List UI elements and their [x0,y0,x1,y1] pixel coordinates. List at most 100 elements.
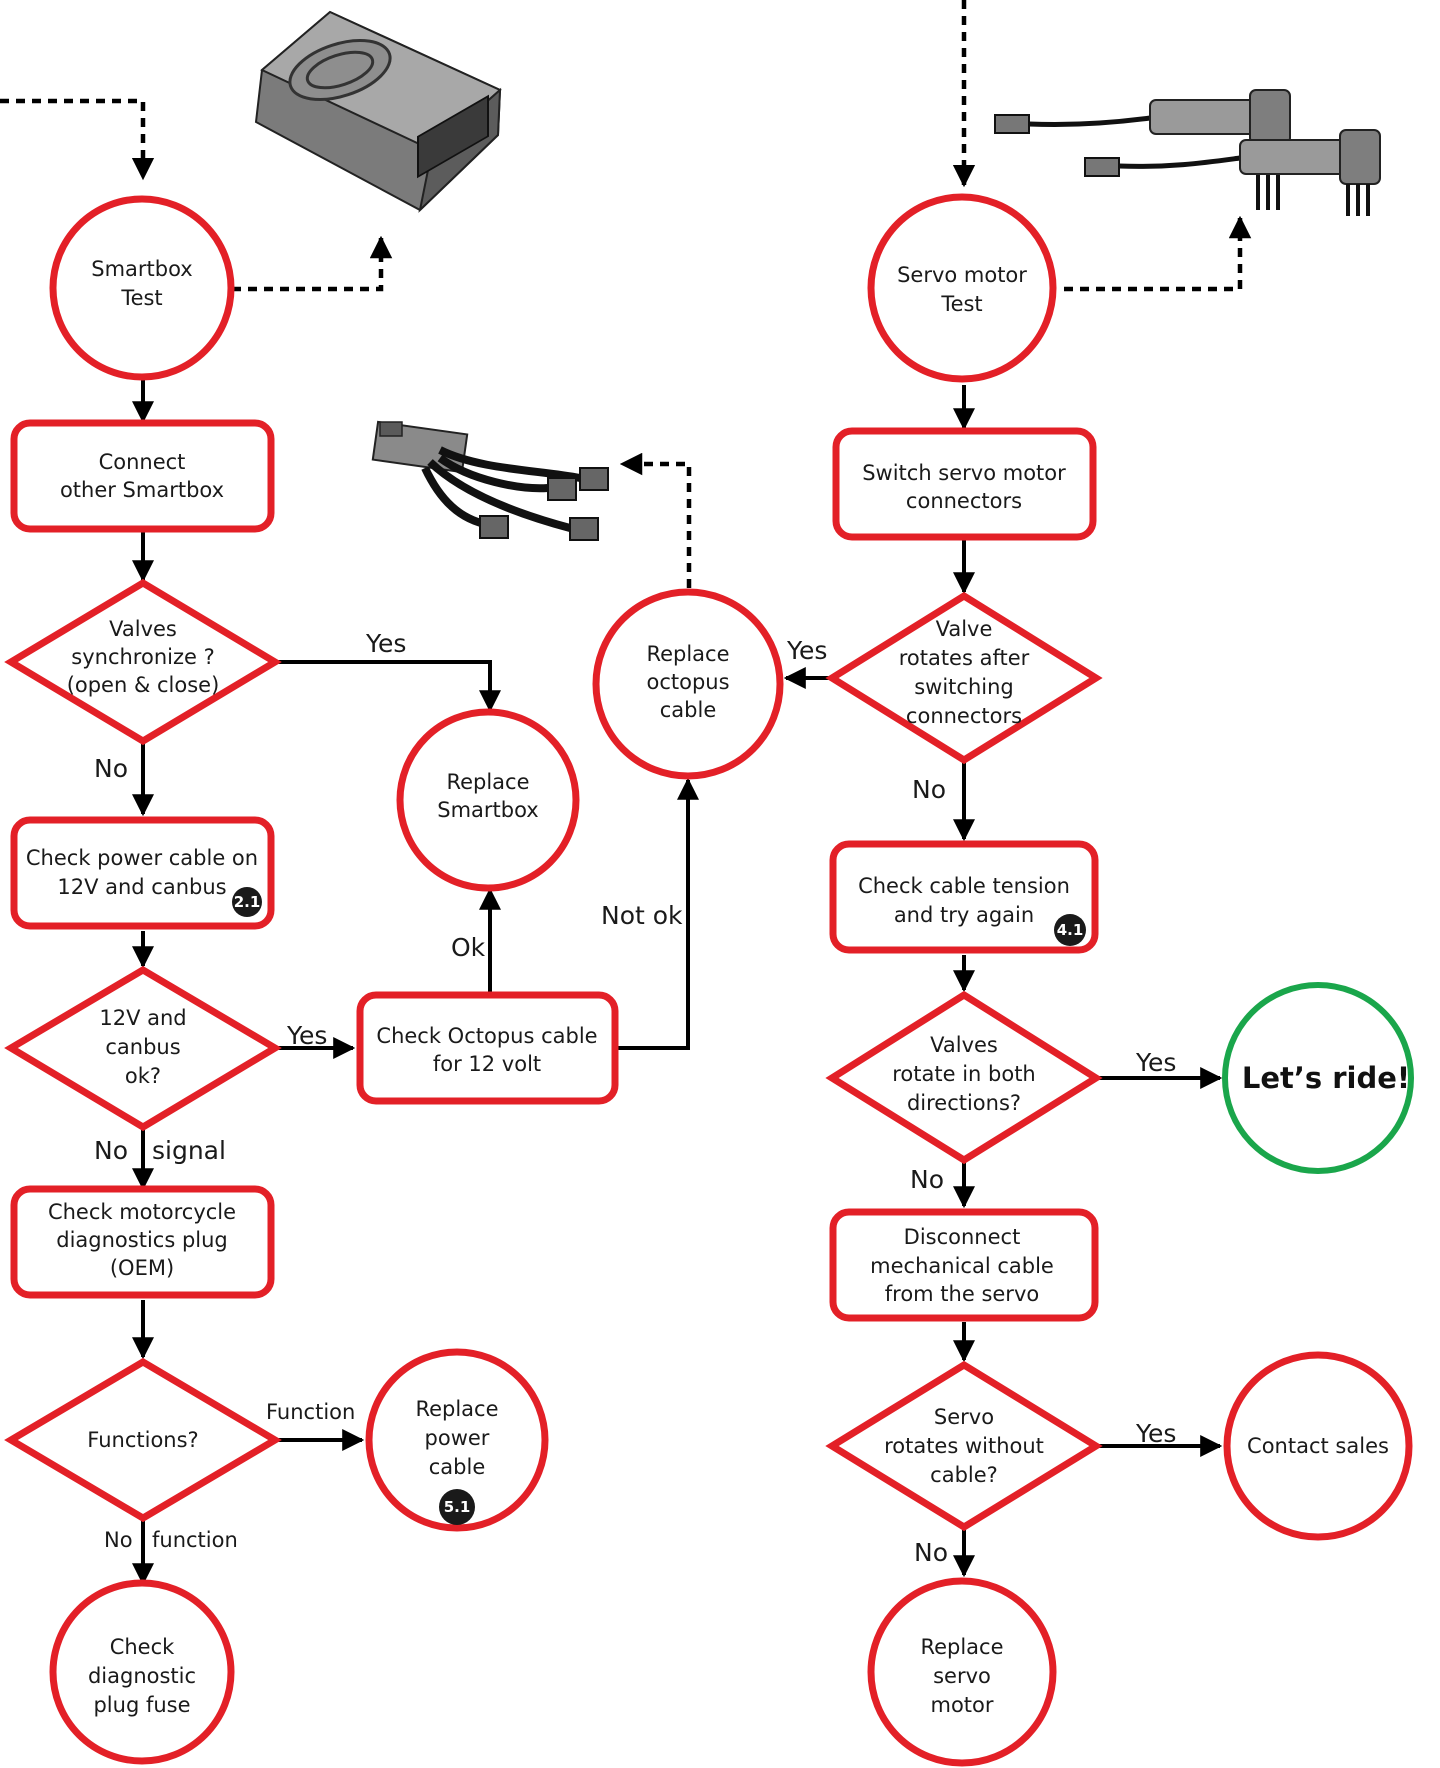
node-line: Check power cable on [26,846,258,870]
node-line: Valve [936,617,993,641]
node-line: rotates after [899,646,1030,670]
node-line: servo [933,1664,991,1688]
node-line: directions? [907,1091,1021,1115]
node-line: Test [120,286,162,310]
svg-text:Functions?: Functions? [87,1428,198,1452]
dashed-connector-octopus-illustration [619,452,692,588]
node-line: mechanical cable [870,1254,1054,1278]
octopus-cable-illustration [371,420,609,541]
node-check-octopus-cable: Check Octopus cable for 12 volt [356,991,619,1105]
node-line: 12V and canbus [57,875,226,899]
edge-label-servo-no: No [914,1538,948,1567]
node-line: for 12 volt [433,1052,541,1076]
node-line: Replace [446,770,529,794]
reference-badge [232,887,262,917]
node-line: connectors [906,489,1022,513]
edge-labels: Yes No Yes No signal Ok Not ok Function … [94,629,1176,1567]
node-lets-ride: Let’s ride! [1222,982,1414,1174]
node-replace-octopus-cable: Replace octopus cable [592,588,784,780]
edge-label-octopus-ok: Ok [451,933,486,962]
edge-label-12v-no: No [94,1136,128,1165]
node-line: Smartbox [437,798,538,822]
flow-edges [132,380,1223,1586]
dashed-connector-top-left [0,98,155,181]
node-line: from the servo [885,1282,1039,1306]
edge-label-12v-signal: signal [152,1136,226,1165]
node-line: Functions? [87,1428,198,1452]
node-line: plug fuse [93,1693,190,1717]
node-line: Switch servo motor [862,461,1066,485]
node-line: motor [930,1693,993,1717]
node-line: Check motorcycle [48,1200,236,1224]
node-line: cable [660,698,717,722]
node-line: octopus [646,670,729,694]
node-line: Check cable tension [858,874,1070,898]
node-line: other Smartbox [60,478,224,502]
node-servo-rotates-without-cable: Servo rotates without cable? [825,1360,1103,1532]
edge-label-sync-yes: Yes [365,629,406,658]
node-line: Servo motor [897,263,1027,287]
node-line: Servo [934,1405,994,1429]
node-line: Replace [415,1397,498,1421]
node-line: Contact sales [1247,1434,1389,1458]
node-line: Let’s ride! [1242,1061,1410,1095]
node-line: Check Octopus cable [376,1024,597,1048]
node-line: rotate in both [892,1062,1036,1086]
node-line: cable? [930,1463,998,1487]
edge-label-rotates-yes: Yes [786,636,827,665]
node-valves-rotate-both-directions: Valves rotate in both directions? [825,990,1103,1165]
node-line: (open & close) [67,673,220,697]
node-line: Valves [109,617,177,641]
edge-label-12v-yes: Yes [286,1021,327,1050]
node-line: diagnostics plug [56,1228,228,1252]
node-functions: Functions? [4,1357,282,1523]
smartbox-illustration [254,10,502,213]
node-line: ok? [125,1064,161,1088]
edge-label-both-no: No [910,1165,944,1194]
node-line: canbus [105,1035,180,1059]
node-line: and try again [894,903,1034,927]
edge-label-functions-no-function: function [152,1528,238,1552]
edge-label-both-yes: Yes [1135,1048,1176,1077]
node-line: connectors [906,704,1022,728]
reference-badge [1054,914,1086,946]
node-line: Smartbox [91,257,192,281]
node-line: Connect [99,450,186,474]
node-line: cable [429,1455,486,1479]
edge-label-functions-yes: Function [266,1400,355,1424]
node-line: switching [914,675,1014,699]
node-line: Valves [930,1033,998,1057]
node-contact-sales: Contact sales [1223,1351,1413,1541]
reference-badge [439,1489,475,1525]
node-line: Replace [646,642,729,666]
dashed-connector-servo-illustration [1064,215,1252,292]
reference-badge-label: 5.1 [444,1498,471,1516]
node-line: rotates without [884,1434,1044,1458]
